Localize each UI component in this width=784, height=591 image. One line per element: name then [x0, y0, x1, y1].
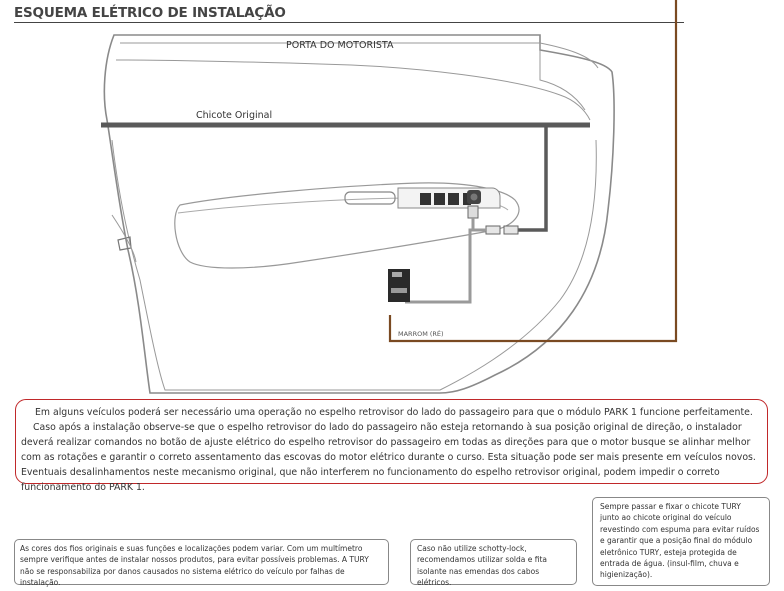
mirror-mount	[539, 43, 586, 111]
door-wiring-diagram	[101, 0, 678, 394]
tury-module	[388, 269, 410, 302]
notice-box: Em alguns veículos poderá ser necessário…	[15, 399, 768, 493]
harness-label: Chicote Original	[196, 110, 273, 121]
module-cable	[405, 228, 486, 304]
pull-handle	[344, 191, 396, 205]
latch-curve	[111, 214, 137, 263]
window-switch-2	[434, 193, 445, 205]
note-solder: Caso não utilize schotty-lock, recomenda…	[410, 539, 577, 587]
notice-paragraph-2: Caso após a instalação observe-se que o …	[21, 422, 756, 494]
mirror-knob	[470, 193, 478, 201]
section-title: ESQUEMA ELÉTRICO DE INSTALAÇÃO	[14, 5, 286, 21]
wire-label: MARROM (RÉ)	[398, 330, 444, 338]
door-outline	[103, 34, 615, 394]
module-connector	[392, 272, 402, 277]
door-label: PORTA DO MOTORISTA	[286, 40, 394, 51]
notice-paragraph-1: Em alguns veículos poderá ser necessário…	[35, 407, 753, 418]
note-wires: As cores dos fios originais e suas funçõ…	[14, 539, 389, 587]
inner-panel	[111, 139, 597, 391]
splice-connector-1	[503, 225, 519, 235]
window-switch-3	[448, 193, 459, 205]
note-foam: Sempre passar e fixar o chicote TURY jun…	[592, 497, 770, 586]
splice-connector-2	[485, 225, 501, 235]
title-divider	[14, 22, 684, 23]
window-glass-edge	[115, 59, 591, 121]
harness-drop	[518, 127, 548, 232]
module-label	[391, 288, 407, 293]
mirror-connector	[467, 205, 479, 219]
brown-wire	[388, 0, 678, 343]
window-switch-1	[420, 193, 431, 205]
